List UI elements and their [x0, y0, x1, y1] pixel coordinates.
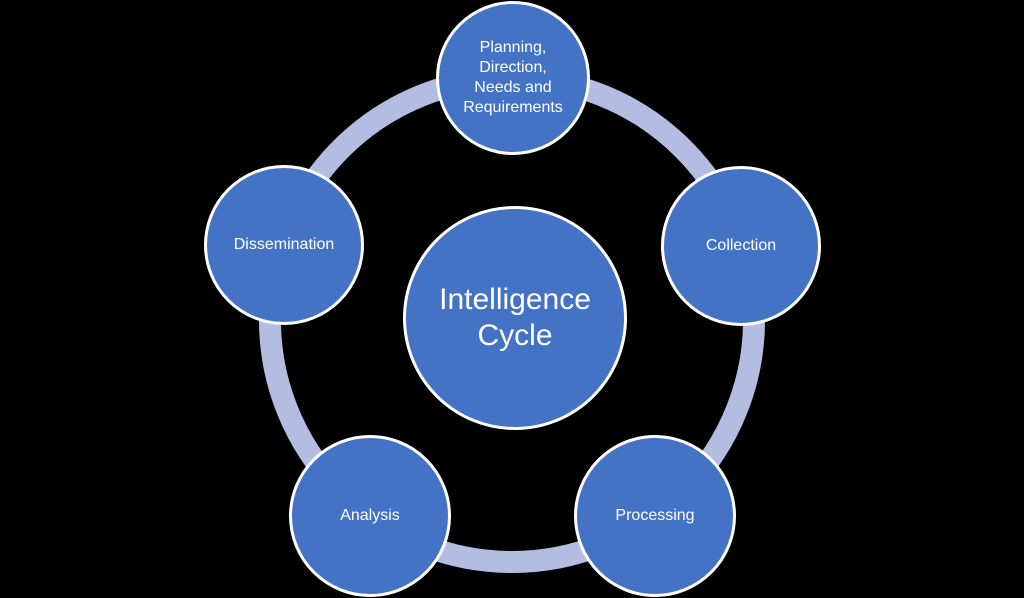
node-planning: Planning, Direction, Needs and Requireme…: [436, 1, 590, 155]
node-center: Intelligence Cycle: [403, 206, 627, 430]
node-collection-label: Collection: [705, 237, 777, 254]
node-processing-label: Processing: [615, 507, 695, 524]
node-collection: Collection: [661, 166, 821, 326]
node-analysis-label: Analysis: [340, 507, 400, 524]
node-center-label: Intelligence Cycle: [439, 283, 591, 352]
node-dissemination: Dissemination: [204, 165, 364, 325]
node-analysis: Analysis: [289, 435, 451, 597]
node-processing: Processing: [574, 435, 736, 597]
node-planning-label: Planning, Direction, Needs and Requireme…: [463, 39, 563, 116]
node-dissemination-label: Dissemination: [233, 236, 335, 253]
